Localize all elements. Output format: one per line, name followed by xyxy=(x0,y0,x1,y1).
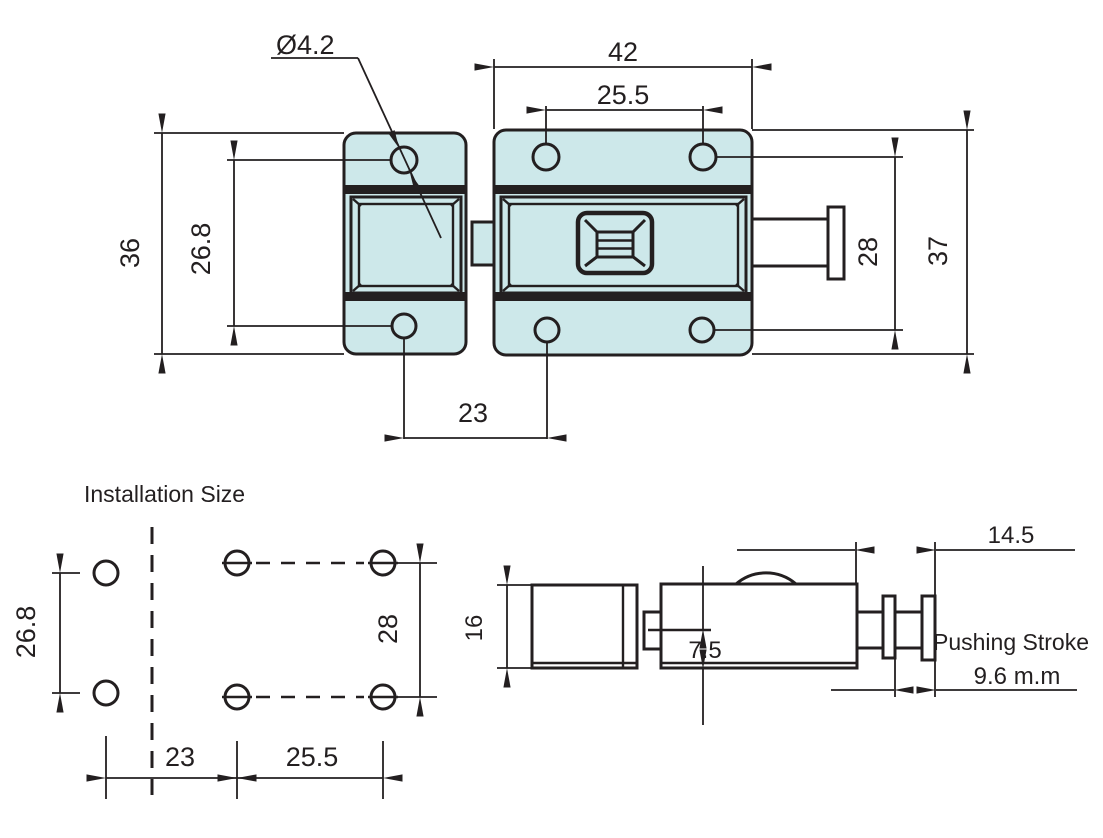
dim-body-width-label: 42 xyxy=(608,37,638,67)
side-plunger xyxy=(857,594,937,662)
leader-arrow-upper xyxy=(388,130,399,148)
plunger-head-plate xyxy=(826,205,846,281)
installation-title: Installation Size xyxy=(84,481,245,507)
side-dim-thickness: 16 xyxy=(461,565,511,688)
install-dim-offset-label: 23 xyxy=(165,742,195,772)
side-dim-thickness-label: 16 xyxy=(461,615,488,642)
side-strike-block xyxy=(530,583,639,670)
lock-lower-band xyxy=(494,292,752,301)
install-dim-right-spacing-label: 28 xyxy=(373,614,403,644)
dim-strike-height-label: 36 xyxy=(115,238,145,268)
side-plunger-tip-plate xyxy=(920,594,937,662)
leader-arrow-lower xyxy=(410,173,421,191)
lock-inset-chamfers xyxy=(502,198,745,292)
dim-strike-height: 36 xyxy=(115,113,344,374)
side-lock-body xyxy=(659,582,859,670)
side-dim-stroke-value-label: 9.6 m.m xyxy=(974,663,1061,690)
strike-plate-body xyxy=(342,131,468,356)
install-left-bottom-hole xyxy=(92,679,120,707)
side-dim-latch-offset-label: 7.5 xyxy=(688,637,721,664)
dim-strike-hole-spacing-label: 26.8 xyxy=(186,223,216,276)
install-dim-bottom: 23 25.5 xyxy=(86,736,403,799)
cross-recess-motif xyxy=(575,210,655,276)
side-body-dome xyxy=(735,571,797,586)
dim-strike-hole-spacing: 26.8 xyxy=(186,140,392,346)
plunger-front xyxy=(753,205,846,281)
install-dim-left-spacing-label: 26.8 xyxy=(11,606,41,659)
dim-hole-diameter-label: Ø4.2 xyxy=(276,30,335,60)
install-right-holes xyxy=(222,549,398,711)
dim-top-hole-spacing: 25.5 xyxy=(526,80,723,144)
side-view: 16 7.5 14.5 xyxy=(461,522,1089,725)
strike-upper-band xyxy=(344,185,466,194)
dim-body-hole-spacing-label: 28 xyxy=(853,237,883,267)
side-dim-latch-offset: 7.5 xyxy=(648,566,722,725)
pushing-stroke-label: Pushing Stroke xyxy=(933,629,1089,655)
install-dim-left-spacing: 26.8 xyxy=(11,553,80,713)
strike-inset-inner xyxy=(357,202,455,288)
dim-body-width: 42 xyxy=(474,37,772,129)
strike-inset-chamfers xyxy=(352,198,460,292)
dim-cross-offset-label: 23 xyxy=(458,398,488,428)
install-dim-25-5-label: 25.5 xyxy=(286,742,339,772)
latch-tongue xyxy=(470,220,496,267)
strike-lower-band xyxy=(344,292,466,301)
dim-body-hole-spacing: 28 xyxy=(714,137,903,350)
side-dim-plunger-length: 14.5 xyxy=(737,522,1075,595)
installation-view: Installation Size 26.8 xyxy=(11,481,437,799)
strike-inset-outer xyxy=(349,195,463,295)
lock-upper-band xyxy=(494,185,752,194)
lock-inset-outer xyxy=(499,195,748,295)
install-dim-right-spacing: 28 xyxy=(373,543,437,717)
dim-hole-diameter: Ø4.2 xyxy=(271,30,442,239)
dim-cross-offset: 23 xyxy=(384,338,567,442)
lock-inset-inner xyxy=(507,202,740,288)
dim-top-hole-spacing-label: 25.5 xyxy=(597,80,650,110)
dim-body-height-label: 37 xyxy=(923,236,953,266)
side-plunger-flange xyxy=(881,594,897,660)
side-dim-plunger-length-label: 14.5 xyxy=(988,522,1035,549)
install-left-top-hole xyxy=(92,559,120,587)
side-dim-pushing-stroke: Pushing Stroke 9.6 m.m xyxy=(831,629,1089,697)
front-view: Ø4.2 42 25.5 36 xyxy=(115,30,974,442)
dim-body-height: 37 xyxy=(752,110,974,374)
